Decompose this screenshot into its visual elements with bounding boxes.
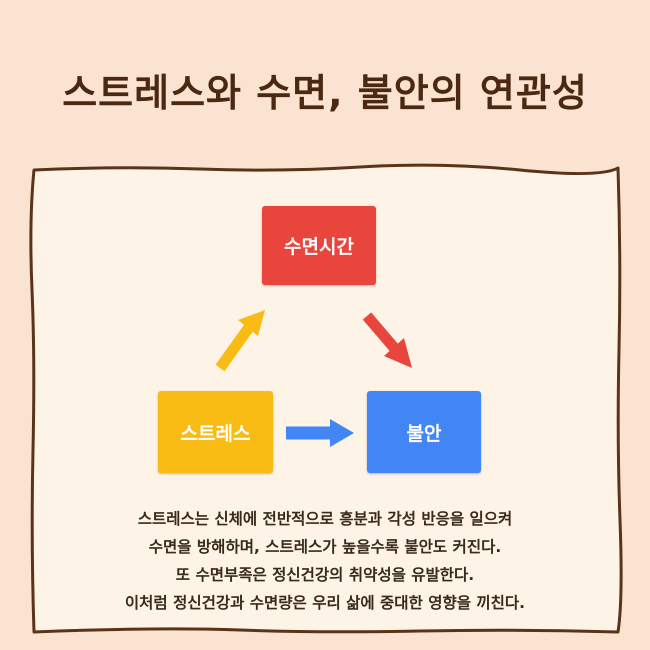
- description-line: 스트레스는 신체에 전반적으로 흥분과 각성 반응을 일으켜: [137, 510, 513, 528]
- arrow-stress-to-sleep: [215, 310, 265, 372]
- description-line: 이처럼 정신건강과 수면량은 우리 삶에 중대한 영향을 끼친다.: [124, 594, 526, 612]
- node-sleep-time: 수면시간: [262, 206, 376, 285]
- arrow-stress-to-anxiety: [286, 419, 354, 447]
- node-anxiety: 불안: [367, 391, 481, 473]
- description-line: 수면을 방해하며, 스트레스가 높을수록 불안도 커진다.: [148, 538, 502, 556]
- description-line: 또 수면부족은 정신건강의 취약성을 유발한다.: [175, 566, 475, 584]
- node-stress: 스트레스: [158, 391, 273, 473]
- page-title: 스트레스와 수면, 불안의 연관성: [62, 71, 588, 115]
- arrow-sleep-to-anxiety: [362, 312, 412, 368]
- description-text: 스트레스는 신체에 전반적으로 흥분과 각성 반응을 일으켜 수면을 방해하며,…: [40, 505, 610, 617]
